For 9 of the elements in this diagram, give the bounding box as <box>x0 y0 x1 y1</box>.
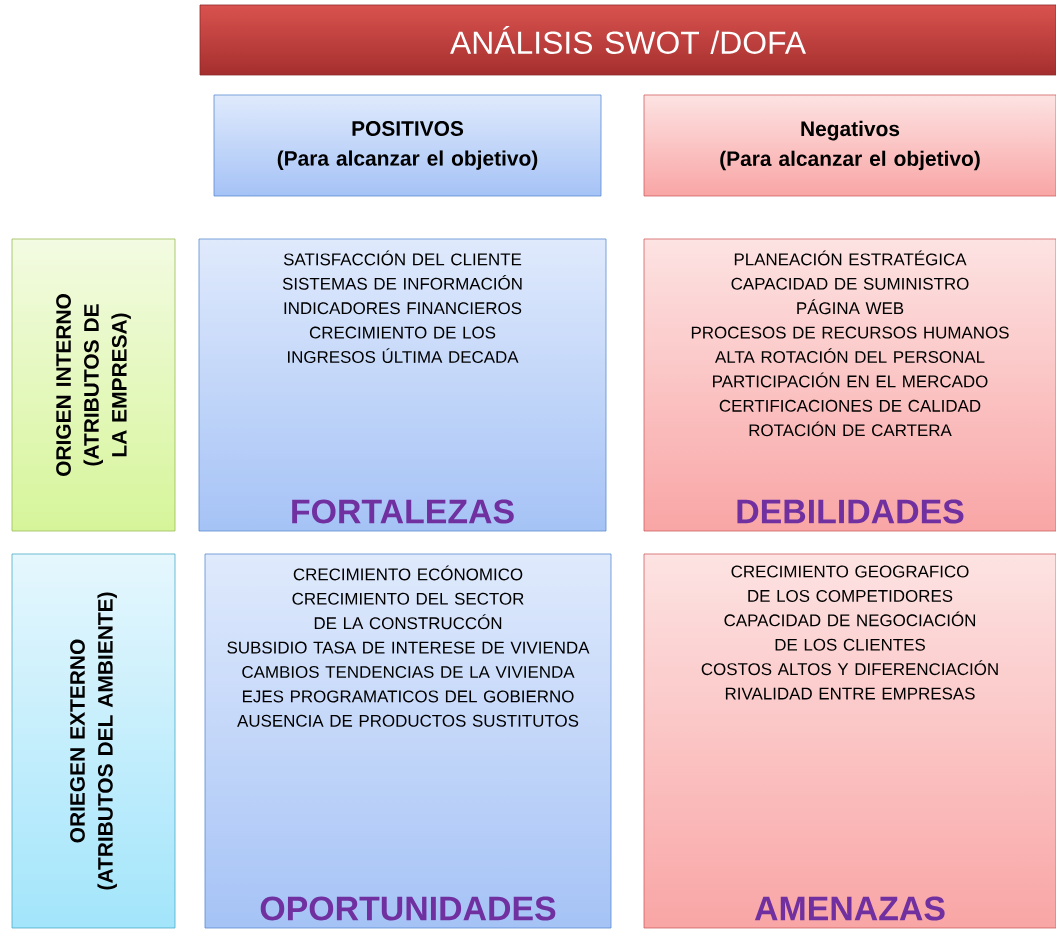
column-header-box: POSITIVOS (Para alcanzar el objetivo) <box>213 94 602 197</box>
row-header-box: ORIEGEN EXTERNO (ATRIBUTOS DEL AMBIENTE) <box>11 553 176 929</box>
quadrant-box: PLANEACIÓN ESTRATÉGICA CAPACIDAD DE SUMINISTRO PÁGINA WEB PROCESOS DE RECURSOS HUMANOS ALTA ROTACIÓN DEL PERSONAL PARTICIPACIÓN EN EL MERCADO CERTIFICACIONES DE CALIDAD ROTACIÓN DE CARTERA DEBILIDADES <box>643 238 1056 532</box>
quadrant-box: CRECIMIENTO ECÓNOMICO CRECIMIENTO DEL SECTOR DE LA CONSTRUCCÓN SUBSIDIO TASA DE INTERESE DE VIVIENDA CAMBIOS TENDENCIAS DE LA VIVIENDA EJES PROGRAMATICOS DEL GOBIERNO AUSENCIA DE PRODUCTOS SUSTITUTOS OPORTUNIDADES <box>204 553 612 929</box>
quadrant-box: CRECIMIENTO GEOGRAFICO DE LOS COMPETIDORES CAPACIDAD DE NEGOCIACIÓN DE LOS CLIENTES COSTOS ALTOS Y DIFERENCIACIÓN RIVALIDAD ENTRE EMPRESAS AMENAZAS <box>643 553 1056 929</box>
column-header-box: Negativos (Para alcanzar el objetivo) <box>643 94 1056 197</box>
row-header-box: ORIGEN INTERNO (ATRIBUTOS DE LA EMPRESA) <box>11 238 176 532</box>
quadrant-box: SATISFACCIÓN DEL CLIENTE SISTEMAS DE INFORMACIÓN INDICADORES FINANCIEROS CRECIMIENTO DE LOS INGRESOS ÚLTIMA DECADA FORTALEZAS <box>198 238 607 532</box>
title-banner: ANÁLISIS SWOT /DOFA <box>199 4 1056 76</box>
